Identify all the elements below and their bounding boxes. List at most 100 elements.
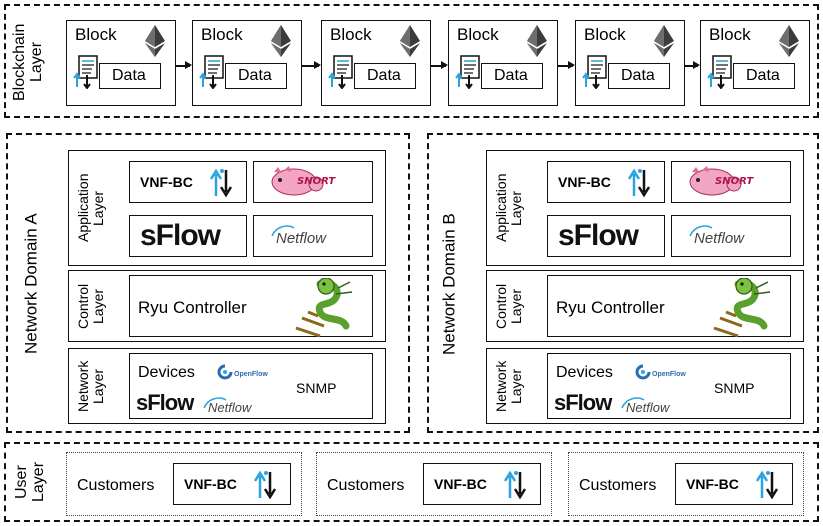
network-domain-b-label: Network Domain B [432, 140, 466, 428]
block-title: Block [201, 25, 243, 44]
vnf-bc-label: VNF-BC [184, 476, 237, 492]
user-layer-label-text: User Layer [13, 461, 47, 503]
ryu-dragon-icon [290, 277, 360, 343]
openflow-logo-text: OpenFlow [234, 371, 268, 378]
network-domain-b [427, 133, 819, 433]
snmp-label: SNMP [296, 380, 337, 396]
block-title: Block [75, 25, 117, 44]
block-title: Block [457, 25, 499, 44]
netflow-box: Netflow [671, 215, 791, 257]
snmp-label: SNMP [714, 380, 755, 396]
up-down-arrows-icon [209, 168, 233, 203]
block-title: Block [584, 25, 626, 44]
snort-logo-text: SNORT [715, 176, 754, 187]
ryu-controller-label: Ryu Controller [138, 298, 247, 317]
customer-group: Customers VNF-BC [568, 452, 804, 516]
application-layer: Application Layer VNF-BC SNORT sFlow Netflow [486, 150, 804, 266]
network-domain-a-label: Network Domain A [14, 140, 48, 428]
control-layer: Control Layer Ryu Controller [486, 270, 804, 342]
block-data-box: Data [481, 63, 543, 89]
document-icon [455, 55, 485, 94]
control-layer-label-text: Control Layer [493, 283, 524, 329]
snort-pig-icon [264, 166, 356, 205]
block-title: Block [330, 25, 372, 44]
netflow-logo: Netflow [208, 400, 252, 415]
control-layer: Control Layer Ryu Controller [68, 270, 386, 342]
netflow-logo: Netflow [626, 400, 670, 415]
blockchain-layer-label-text: Blockchain Layer [11, 23, 45, 101]
application-layer-label: Application Layer [489, 155, 529, 261]
chain-arrow [176, 62, 192, 68]
vnf-bc-label: VNF-BC [558, 174, 611, 190]
application-layer-label-text: Application Layer [75, 173, 106, 243]
network-layer-label-text: Network Layer [75, 360, 106, 412]
vnf-bc-label: VNF-BC [434, 476, 487, 492]
openflow-logo-text: OpenFlow [652, 371, 686, 378]
snort-box: SNORT [671, 161, 791, 203]
customers-label: Customers [77, 477, 155, 494]
document-icon [199, 55, 229, 94]
sflow-logo: sFlow [558, 219, 639, 252]
network-domain-a-label-text: Network Domain A [21, 213, 41, 355]
network-layer-label: Network Layer [489, 351, 529, 421]
up-down-arrows-icon [503, 470, 527, 505]
ethereum-icon [779, 25, 799, 62]
snort-logo-text: SNORT [297, 176, 336, 187]
ryu-controller-label: Ryu Controller [556, 298, 665, 317]
application-layer-label: Application Layer [71, 155, 111, 261]
document-icon [73, 55, 103, 94]
snort-pig-icon [682, 166, 774, 205]
vnf-bc-box: VNF-BC [423, 463, 541, 505]
control-layer-label: Control Layer [71, 273, 111, 339]
user-layer-label: User Layer [10, 446, 50, 518]
customers-label: Customers [327, 477, 405, 494]
chain-arrow [431, 62, 448, 68]
application-layer-label-text: Application Layer [493, 173, 524, 243]
block-data-box: Data [733, 63, 795, 89]
customer-group: Customers VNF-BC [66, 452, 302, 516]
vnf-bc-box: VNF-BC [129, 161, 247, 203]
netflow-box: Netflow [253, 215, 373, 257]
sflow-logo: sFlow [554, 390, 612, 415]
block-data-box: Data [225, 63, 287, 89]
ethereum-icon [527, 25, 547, 62]
customers-label: Customers [579, 477, 657, 494]
user-layer [4, 442, 819, 522]
sflow-box: sFlow [547, 215, 665, 257]
block-data-box: Data [608, 63, 670, 89]
vnf-bc-box: VNF-BC [173, 463, 291, 505]
devices-label: Devices [138, 364, 195, 381]
ryu-controller-box: Ryu Controller [129, 275, 373, 338]
network-domain-a [6, 133, 410, 433]
netflow-swoosh-icon [202, 396, 228, 415]
netflow-logo: Netflow [694, 230, 745, 247]
vnf-bc-label: VNF-BC [140, 174, 193, 190]
vnf-bc-box: VNF-BC [547, 161, 665, 203]
network-layer-label: Network Layer [71, 351, 111, 421]
snort-box: SNORT [253, 161, 373, 203]
network-domain-b-label-text: Network Domain B [439, 213, 459, 355]
network-layer-label-text: Network Layer [493, 360, 524, 412]
blockchain-layer-label: Blockchain Layer [8, 10, 48, 114]
document-icon [328, 55, 358, 94]
ethereum-icon [400, 25, 420, 62]
vnf-bc-label: VNF-BC [686, 476, 739, 492]
document-icon [707, 55, 737, 94]
netflow-swoosh-icon [688, 224, 714, 243]
ethereum-icon [271, 25, 291, 62]
blockchain-layer [4, 4, 819, 118]
netflow-swoosh-icon [620, 396, 646, 415]
sflow-logo: sFlow [136, 390, 194, 415]
chain-arrow [685, 62, 700, 68]
ethereum-icon [654, 25, 674, 62]
devices-label: Devices [556, 364, 613, 381]
